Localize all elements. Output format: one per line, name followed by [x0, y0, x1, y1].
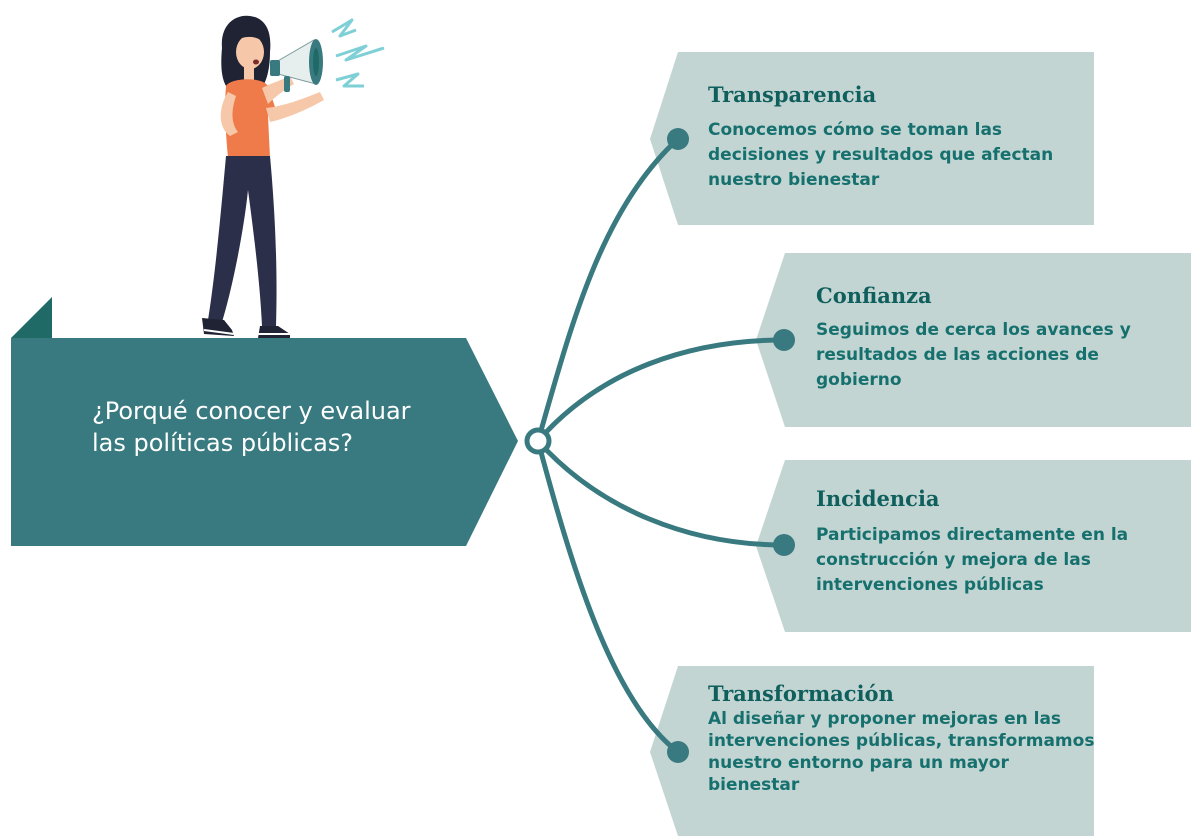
branch-title-transparencia: Transparencia	[708, 82, 877, 107]
card-transformacion	[650, 666, 1094, 836]
node-incidencia	[773, 534, 795, 556]
node-confianza	[773, 329, 795, 351]
card-incidencia	[756, 460, 1191, 632]
main-box-fold	[11, 297, 52, 338]
branch-text-transparencia: Conocemos cómo se toman las decisiones y…	[708, 120, 1054, 190]
card-confianza	[756, 253, 1191, 427]
card-transparencia	[650, 52, 1094, 225]
branch-title-incidencia: Incidencia	[816, 486, 940, 511]
main-question: ¿Porqué conocer y evaluar las políticas …	[92, 397, 411, 457]
branch-text-transformacion: Al diseñar y proponer mejoras en las int…	[708, 709, 1095, 795]
branch-text-incidencia: Participamos directamente en la construc…	[816, 525, 1129, 595]
branch-text-confianza: Seguimos de cerca los avances y resultad…	[816, 320, 1131, 390]
branch-line-transparencia	[535, 137, 680, 442]
branch-title-transformacion: Transformación	[708, 681, 894, 706]
branch-line-incidencia	[536, 439, 785, 548]
node-transformacion	[667, 741, 689, 763]
branch-title-confianza: Confianza	[816, 283, 932, 308]
woman-with-megaphone-icon	[202, 15, 385, 338]
node-transparencia	[667, 128, 689, 150]
main-question-box	[11, 338, 518, 546]
hub-node	[524, 427, 552, 455]
branch-line-confianza	[536, 337, 785, 443]
branch-line-transformacion	[535, 440, 680, 754]
